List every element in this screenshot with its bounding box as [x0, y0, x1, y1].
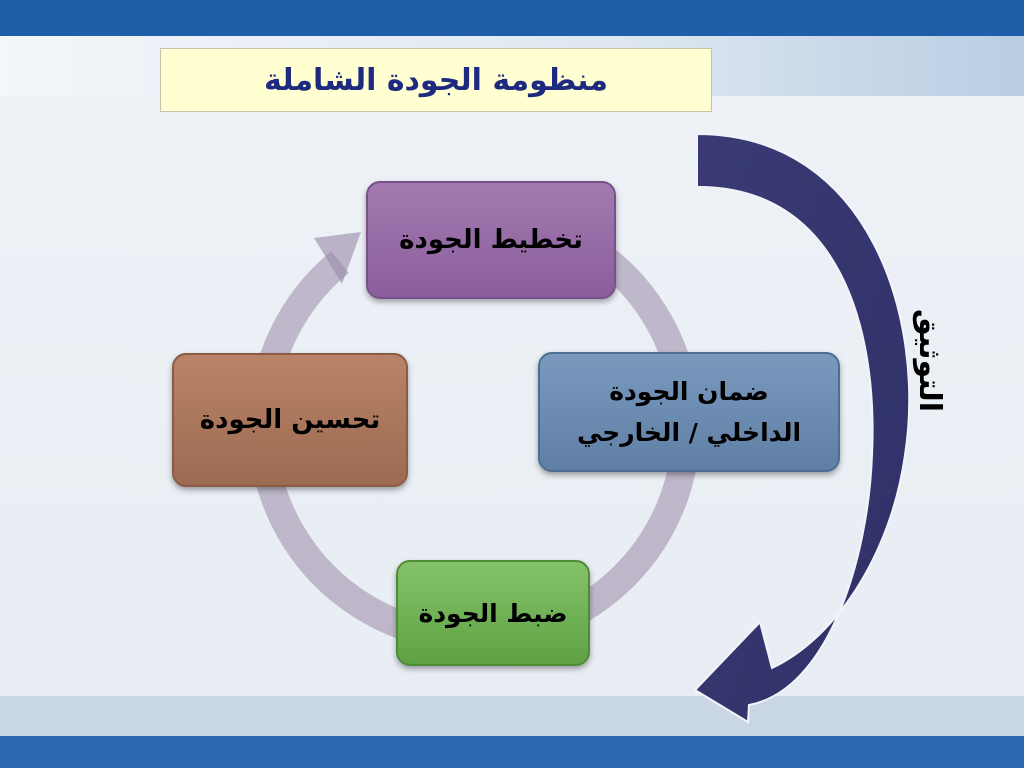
title-box: منظومة الجودة الشاملة: [160, 48, 712, 112]
quality-planning-label: تخطيط الجودة: [399, 225, 583, 255]
quality-improvement-box: تحسين الجودة: [172, 353, 408, 487]
cycle-arrowhead: [314, 232, 361, 284]
documentation-label: التوثيق: [912, 308, 948, 412]
quality-assurance-label: ضمان الجودة: [609, 377, 769, 406]
quality-assurance-box: ضمان الجودة الداخلي / الخارجي: [538, 352, 840, 472]
documentation-arrow: [693, 132, 911, 724]
footer-band-light: [0, 696, 1024, 736]
quality-control-label: ضبط الجودة: [418, 598, 568, 628]
quality-control-box: ضبط الجودة: [396, 560, 590, 666]
quality-assurance-sublabel: الداخلي / الخارجي: [576, 418, 802, 447]
header-band: [0, 0, 1024, 36]
quality-improvement-label: تحسين الجودة: [199, 405, 381, 435]
documentation-label-wrap: التوثيق: [905, 290, 955, 430]
page-title: منظومة الجودة الشاملة: [264, 62, 608, 98]
footer-band: [0, 736, 1024, 768]
quality-planning-box: تخطيط الجودة: [366, 181, 616, 299]
